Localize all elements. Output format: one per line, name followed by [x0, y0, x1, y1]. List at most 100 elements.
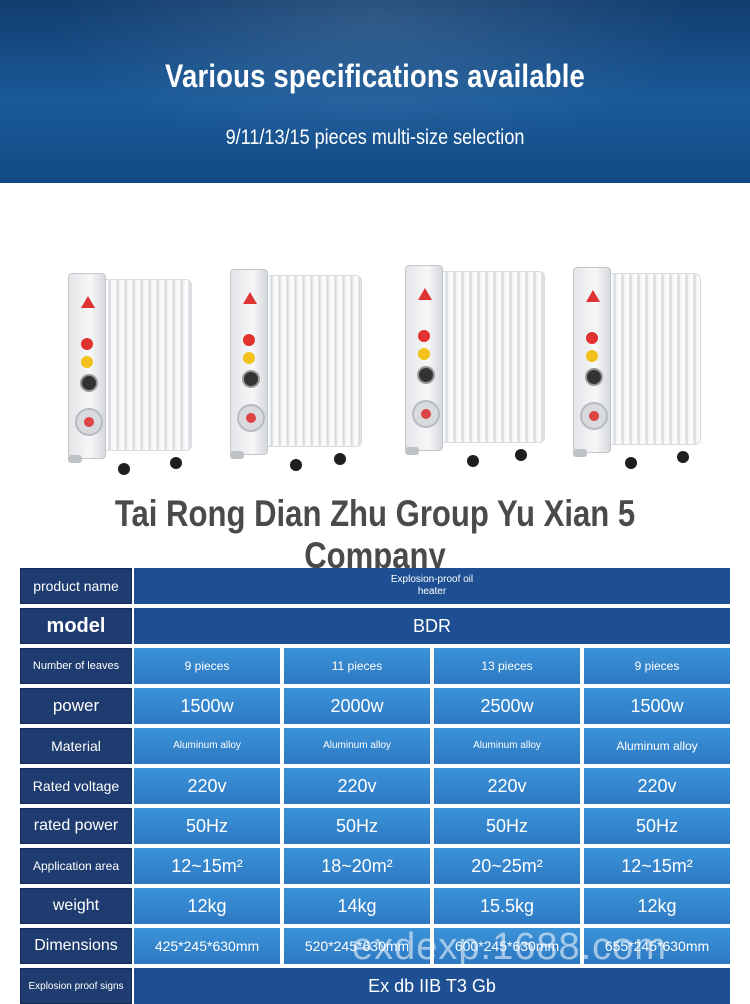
- wheel-icon: [118, 463, 130, 475]
- cable-gland-icon: [237, 404, 265, 432]
- knob-icon: [242, 370, 260, 388]
- table-cell: 50Hz: [134, 808, 280, 844]
- table-row-product-name: product name Explosion-proof oil heater: [20, 568, 730, 604]
- table-cell: 220v: [134, 768, 280, 804]
- product-name-value: Explosion-proof oil heater: [134, 568, 730, 604]
- table-cell: 13 pieces: [434, 648, 580, 684]
- wheel-icon: [467, 455, 479, 467]
- heater-foot: [405, 447, 419, 455]
- table-cell: 20~25m²: [434, 848, 580, 884]
- red-button-icon: [81, 338, 93, 350]
- table-cell: 1500w: [584, 688, 730, 724]
- heater-fins: [431, 271, 545, 443]
- warning-icon: [81, 296, 95, 308]
- table-cell: Aluminum alloy: [134, 728, 280, 764]
- wheel-icon: [290, 459, 302, 471]
- table-cell: 12kg: [584, 888, 730, 924]
- red-button-icon: [586, 332, 598, 344]
- table-cell: 18~20m²: [284, 848, 430, 884]
- row-label: Material: [20, 728, 132, 764]
- explosion-signs-value: Ex db IIB T3 Gb: [134, 968, 730, 1004]
- table-cell: 50Hz: [284, 808, 430, 844]
- row-label: weight: [20, 888, 132, 924]
- table-cell: 50Hz: [434, 808, 580, 844]
- wheel-icon: [170, 457, 182, 469]
- row-label: rated power: [20, 808, 132, 844]
- oil-heater-icon: [405, 265, 545, 467]
- table-cell: 12kg: [134, 888, 280, 924]
- yellow-button-icon: [243, 352, 255, 364]
- cable-gland-icon: [580, 402, 608, 430]
- cable-gland-icon: [412, 400, 440, 428]
- row-label: Number of leaves: [20, 648, 132, 684]
- heater-foot: [230, 451, 244, 459]
- heater-foot: [573, 449, 587, 457]
- product-images: [0, 183, 750, 483]
- wheel-icon: [625, 457, 637, 469]
- table-cell: 9 pieces: [134, 648, 280, 684]
- table-cell: 12~15m²: [134, 848, 280, 884]
- table-row-power: power 1500w 2000w 2500w 1500w: [20, 688, 730, 724]
- table-cell: 2500w: [434, 688, 580, 724]
- table-cell: Aluminum alloy: [584, 728, 730, 764]
- warning-icon: [418, 288, 432, 300]
- heater-control-panel: [405, 265, 443, 451]
- table-row-model: model BDR: [20, 608, 730, 644]
- table-row-dimensions: Dimensions 425*245*630mm 520*245*630mm 6…: [20, 928, 730, 964]
- table-cell: 655*245*630mm: [584, 928, 730, 964]
- row-label: Explosion proof signs: [20, 968, 132, 1004]
- oil-heater-icon: [68, 273, 192, 475]
- row-label: Rated voltage: [20, 768, 132, 804]
- table-cell: 220v: [284, 768, 430, 804]
- wheel-icon: [515, 449, 527, 461]
- table-cell: 425*245*630mm: [134, 928, 280, 964]
- banner-subtitle: 9/11/13/15 pieces multi-size selection: [225, 126, 525, 149]
- heater-fins: [94, 279, 192, 451]
- heater-control-panel: [573, 267, 611, 453]
- row-label: model: [20, 608, 132, 644]
- yellow-button-icon: [81, 356, 93, 368]
- table-cell: 50Hz: [584, 808, 730, 844]
- spec-table: product name Explosion-proof oil heater …: [20, 568, 730, 1004]
- table-cell: 9 pieces: [584, 648, 730, 684]
- cable-gland-icon: [75, 408, 103, 436]
- table-cell: 600*245*630mm: [434, 928, 580, 964]
- knob-icon: [80, 374, 98, 392]
- heater-control-panel: [230, 269, 268, 455]
- heater-foot: [68, 455, 82, 463]
- wheel-icon: [334, 453, 346, 465]
- row-label: product name: [20, 568, 132, 604]
- table-cell: 220v: [584, 768, 730, 804]
- table-cell: Aluminum alloy: [284, 728, 430, 764]
- table-row-rated-voltage: Rated voltage 220v 220v 220v 220v: [20, 768, 730, 804]
- table-cell: 12~15m²: [584, 848, 730, 884]
- banner-title: Various specifications available: [164, 58, 586, 94]
- heater-fins: [256, 275, 362, 447]
- table-row-leaves: Number of leaves 9 pieces 11 pieces 13 p…: [20, 648, 730, 684]
- row-label: power: [20, 688, 132, 724]
- table-cell: 15.5kg: [434, 888, 580, 924]
- oil-heater-icon: [230, 269, 362, 471]
- table-cell: 11 pieces: [284, 648, 430, 684]
- row-label: Application area: [20, 848, 132, 884]
- table-cell: 2000w: [284, 688, 430, 724]
- table-row-material: Material Aluminum alloy Aluminum alloy A…: [20, 728, 730, 764]
- top-banner: Various specifications available 9/11/13…: [0, 0, 750, 183]
- row-label: Dimensions: [20, 928, 132, 964]
- table-cell: 14kg: [284, 888, 430, 924]
- knob-icon: [417, 366, 435, 384]
- table-cell: 220v: [434, 768, 580, 804]
- oil-heater-icon: [573, 267, 701, 469]
- wheel-icon: [677, 451, 689, 463]
- watermark-text: exdexp.1688.com: [352, 926, 667, 968]
- table-row-application-area: Application area 12~15m² 18~20m² 20~25m²…: [20, 848, 730, 884]
- table-cell: 1500w: [134, 688, 280, 724]
- table-cell: 520*245*630mm: [284, 928, 430, 964]
- model-value: BDR: [134, 608, 730, 644]
- yellow-button-icon: [586, 350, 598, 362]
- table-row-rated-power: rated power 50Hz 50Hz 50Hz 50Hz: [20, 808, 730, 844]
- warning-icon: [243, 292, 257, 304]
- yellow-button-icon: [418, 348, 430, 360]
- red-button-icon: [418, 330, 430, 342]
- knob-icon: [585, 368, 603, 386]
